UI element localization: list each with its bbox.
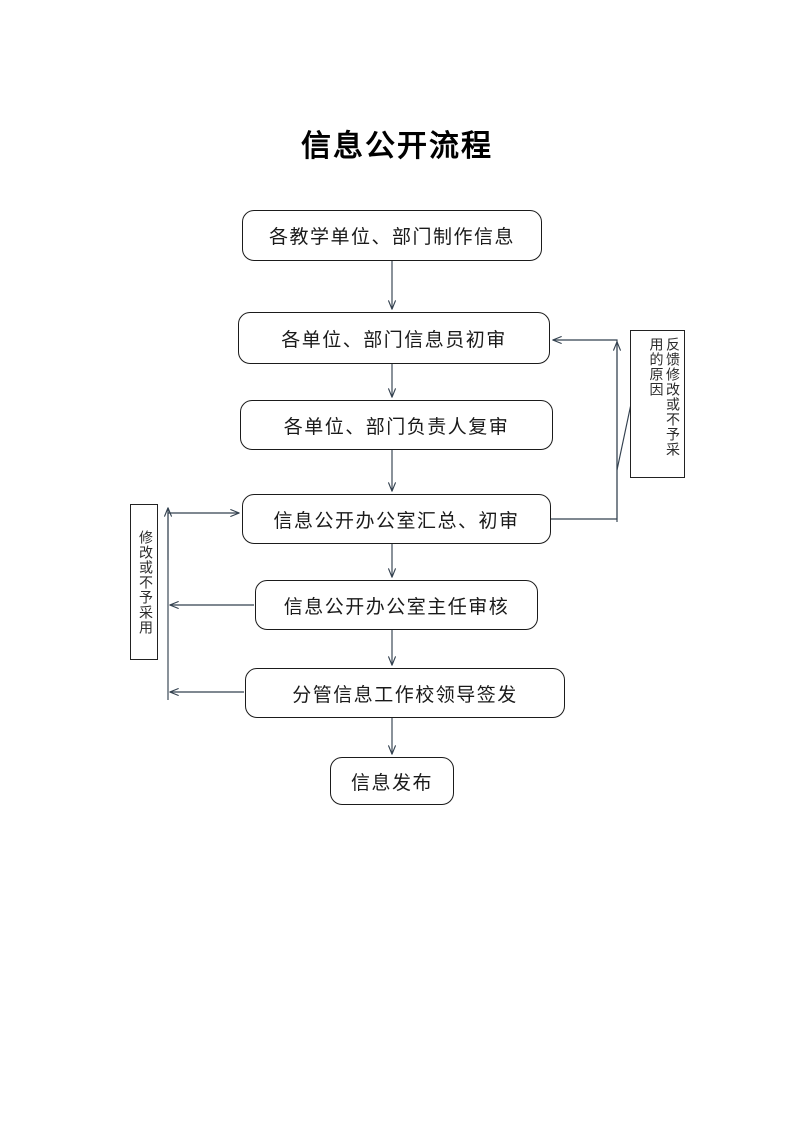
flow-node-office-compile-first-review[interactable]: 信息公开办公室汇总、初审 [242, 494, 551, 544]
flow-node-unit-information-officer-first-review[interactable]: 各单位、部门信息员初审 [238, 312, 550, 364]
edge-feedback-left-riser [167, 509, 240, 700]
note-revise-or-reject-text: 修改或不予采用 [137, 529, 153, 635]
page-title: 信息公开流程 [301, 129, 493, 164]
flow-node-produce-information[interactable]: 各教学单位、部门制作信息 [242, 210, 542, 261]
flow-node-publish-information[interactable]: 信息发布 [330, 757, 454, 805]
flow-node-label: 各单位、部门负责人复审 [283, 415, 510, 438]
flow-node-label: 分管信息工作校领导签发 [292, 683, 518, 706]
flow-node-label: 各单位、部门信息员初审 [281, 328, 507, 351]
edge-feedback-right-n4-n2 [551, 336, 618, 520]
flow-node-office-director-review[interactable]: 信息公开办公室主任审核 [255, 580, 538, 630]
flow-node-unit-head-second-review[interactable]: 各单位、部门负责人复审 [240, 400, 553, 450]
note-revise-or-reject: 修改或不予采用 [130, 504, 158, 660]
note-feedback-reason: 反馈修改或不予采用的原因 [630, 330, 685, 478]
flow-node-label: 各教学单位、部门制作信息 [268, 226, 515, 248]
flow-node-label: 信息公开办公室主任审核 [283, 595, 510, 618]
flow-node-school-leader-sign-off[interactable]: 分管信息工作校领导签发 [245, 668, 565, 718]
flow-node-label: 信息发布 [350, 771, 433, 794]
note-feedback-reason-text: 反馈修改或不予采用的原因 [647, 337, 680, 457]
flow-node-label: 信息公开办公室汇总、初审 [273, 509, 520, 532]
note-right-leader [616, 403, 632, 471]
